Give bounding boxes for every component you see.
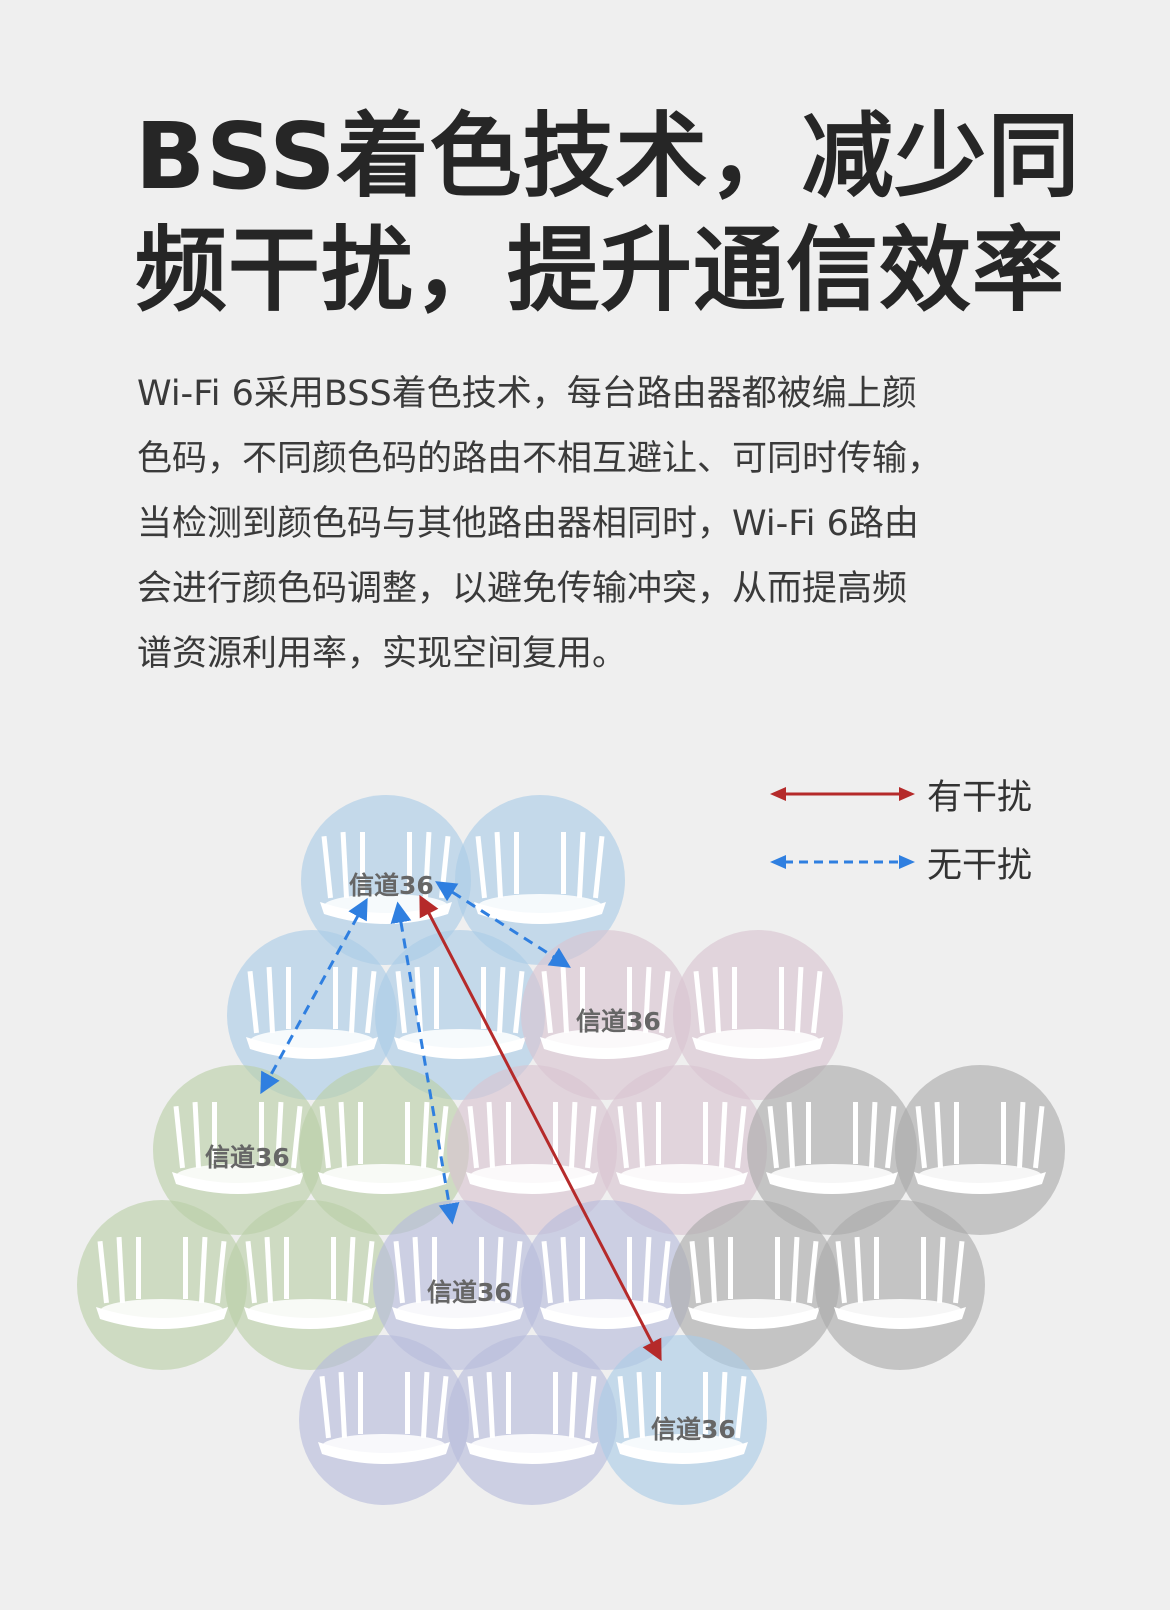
- router-coverage-cell: [747, 1065, 917, 1235]
- channel-label: 信道36: [349, 871, 434, 900]
- description-line: 谱资源利用率，实现空间复用。: [137, 634, 628, 674]
- router-coverage-cell: [77, 1200, 247, 1370]
- channel-label: 信道36: [651, 1415, 736, 1444]
- router-coverage-cell: [299, 1335, 469, 1505]
- headline-line-2: 频干扰，提升通信效率: [135, 217, 1066, 324]
- description-line: Wi-Fi 6采用BSS着色技术，每台路由器都被编上颜: [137, 374, 917, 414]
- channel-label: 信道36: [205, 1143, 290, 1172]
- router-coverage-cell: [673, 930, 843, 1100]
- signal-arrows: [260, 881, 662, 1362]
- legend-label-interference: 有干扰: [927, 777, 1033, 818]
- interference-arrow: [419, 894, 662, 1362]
- router-coverage-cell: [447, 1335, 617, 1505]
- router-coverage-cell: [225, 1200, 395, 1370]
- dashed-arrow-icon: [770, 855, 915, 869]
- headline-line-1: BSS着色技术，减少同: [135, 103, 1081, 210]
- router-coverage-cell: [895, 1065, 1065, 1235]
- no-interference-arrow: [260, 897, 368, 1095]
- router-coverage-cell: [669, 1200, 839, 1370]
- legend-item-interference: 有干扰: [770, 760, 1070, 828]
- description: Wi-Fi 6采用BSS着色技术，每台路由器都被编上颜 色码，不同颜色码的路由不…: [137, 362, 1037, 687]
- legend: 有干扰 无干扰: [770, 760, 1070, 896]
- legend-label-no-interference: 无干扰: [927, 845, 1033, 886]
- description-line: 色码，不同颜色码的路由不相互避让、可同时传输，: [137, 439, 943, 479]
- description-line: 会进行颜色码调整，以避免传输冲突，从而提高频: [137, 569, 908, 609]
- router-coverage-cell: [815, 1200, 985, 1370]
- description-line: 当检测到颜色码与其他路由器相同时，Wi-Fi 6路由: [137, 504, 919, 544]
- router-coverage-cell: [597, 1335, 767, 1505]
- legend-item-no-interference: 无干扰: [770, 828, 1070, 896]
- channel-label: 信道36: [427, 1278, 512, 1307]
- channel-label: 信道36: [576, 1007, 661, 1036]
- router-coverage-cell: [153, 1065, 323, 1235]
- headline: BSS着色技术，减少同 频干扰，提升通信效率: [135, 100, 1081, 328]
- solid-arrow-icon: [770, 787, 915, 801]
